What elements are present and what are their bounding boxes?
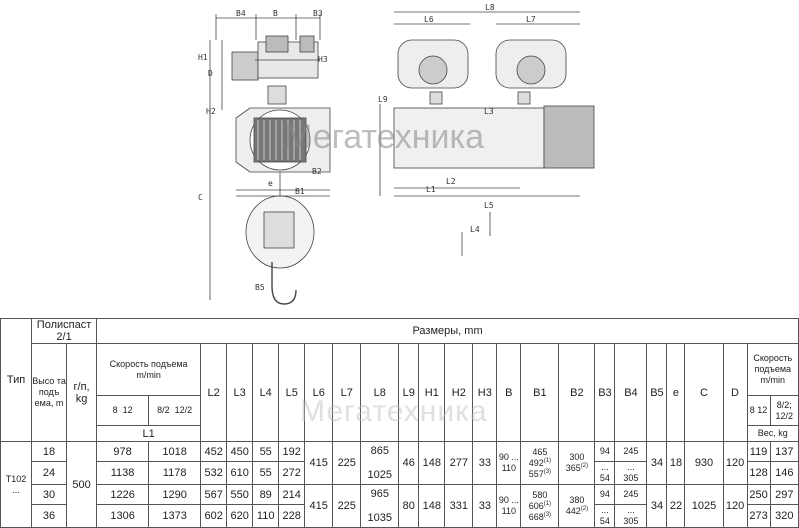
col-b1: B1 [520,343,560,442]
speed-right-a: 8 12 [746,395,771,426]
label-b: B [273,9,278,18]
col-l7: L7 [332,343,362,442]
label-l4: L4 [470,225,480,234]
col-l4: L4 [252,343,280,442]
watermark-logo: Мегатехника [284,118,484,156]
label-l5: L5 [484,201,494,210]
label-l9: L9 [378,95,388,104]
label-b2: B2 [312,167,322,176]
col-l6: L6 [304,343,334,442]
col-h1: H1 [418,343,446,442]
front-view [209,14,331,305]
col-l3: L3 [226,343,254,442]
col-b2: B2 [558,343,596,442]
speed-opt-b: 8/2 12/2 [148,395,202,426]
label-d: D [208,69,213,78]
label-l6: L6 [424,15,434,24]
label-l7: L7 [526,15,536,24]
side-view [379,11,595,256]
table-row: 24 1138 1178 532 610 55 272 ...54 ...305… [1,461,799,485]
speed-opt-a: 8 12 [96,395,150,426]
col-l2: L2 [200,343,228,442]
technical-drawing: B4 B B3 H1 D H3 H2 B2 e B1 C B5 L8 L6 L7… [198,3,595,305]
header-speed-right: Скорость подъема m/min [746,343,799,396]
label-l8: L8 [485,3,495,12]
label-e: e [268,179,273,188]
label-h3: H3 [318,55,328,64]
hoist-drawing-svg: B4 B B3 H1 D H3 H2 B2 e B1 C B5 L8 L6 L7… [198,3,595,305]
label-b3: B3 [313,9,323,18]
header-l1: L1 [96,425,202,442]
header-sizes: Размеры, mm [96,318,799,344]
label-l2: L2 [446,177,456,186]
header-load: г/п, kg [66,343,98,442]
col-h3: H3 [472,343,498,442]
col-l5: L5 [278,343,306,442]
col-l9: L9 [398,343,420,442]
header-weight: Вес, kg [746,425,799,442]
cell-type: Т102 ... [0,441,33,528]
table-row: Т102 ... 18 500 978 1018 452 450 55 192 … [0,441,799,528]
col-l8: L8 [360,343,400,442]
specs-table: Тип Полиспаст 2/1 Размеры, mm Высо та по… [0,318,799,528]
label-c: C [198,193,203,202]
speed-right-b: 8/2; 12/2 [769,395,799,426]
col-b5: B5 [646,343,668,442]
header-height: Высо та подъ ема, m [31,343,68,442]
label-b4: B4 [236,9,246,18]
col-c: C [684,343,724,442]
label-b1: B1 [295,187,305,196]
col-b: B [496,343,522,442]
label-b5: B5 [255,283,265,292]
col-b4: B4 [614,343,648,442]
label-l3: L3 [484,107,494,116]
label-h2: H2 [206,107,216,116]
label-l1: L1 [426,185,436,194]
col-e: e [666,343,686,442]
col-d: D [722,343,748,442]
label-h1: H1 [198,53,208,62]
header-speed: Скорость подъема m/min [96,343,202,396]
col-b3: B3 [594,343,616,442]
cell-load: 500 [66,441,98,528]
header-type: Тип [0,318,33,442]
col-h2: H2 [444,343,474,442]
header-polyspast: Полиспаст 2/1 [31,318,98,344]
